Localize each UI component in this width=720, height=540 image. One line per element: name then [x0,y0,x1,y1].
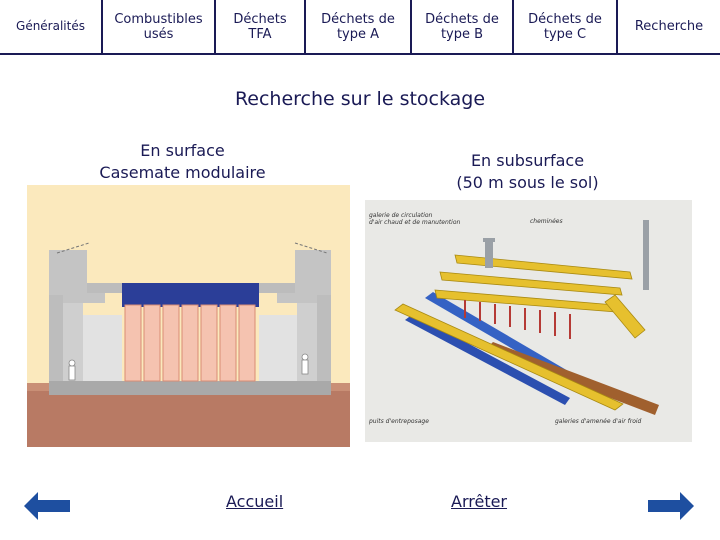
home-link[interactable]: Accueil [226,492,284,511]
nav-item-dechets-type-a[interactable]: Déchets de type A [306,0,412,53]
label-wells: puits d'entreposage [369,418,429,425]
label-intake: galeries d'amenée d'air froid [555,418,642,425]
arrow-left-icon[interactable] [24,492,70,520]
vault-top [122,283,259,307]
stop-link[interactable]: Arrêter [451,492,508,511]
base-slab [49,381,331,395]
subsurface-title: En subsurface (50 m sous le sol) [456,151,599,192]
surface-storage-illustration [27,185,350,447]
nav-item-dechets-tfa[interactable]: Déchets TFA [216,0,306,53]
surface-title: En surface Casemate modulaire [99,141,266,182]
nav-item-combustibles-uses[interactable]: Combustibles usés [103,0,216,53]
nav-item-recherche[interactable]: Recherche [634,19,704,34]
nav-item-dechets-type-c[interactable]: Déchets de type C [514,0,618,53]
soil-layer [27,390,350,447]
right-wall [317,295,331,395]
page-title: Recherche sur le stockage [234,88,486,110]
label-gallery: galerie de circulation d'air chaud et de… [369,212,461,226]
subsurface-storage-illustration: galerie de circulation d'air chaud et de… [365,200,692,442]
arrow-right-icon[interactable] [648,492,694,520]
storage-tubes [124,304,256,382]
top-navigation: Généralités Combustibles usés Déchets TF… [0,0,720,55]
nav-item-generalites[interactable]: Généralités [0,0,103,53]
nav-item-dechets-type-b[interactable]: Déchets de type B [412,0,514,53]
left-wall [49,295,63,395]
label-chimneys: cheminées [530,218,563,225]
